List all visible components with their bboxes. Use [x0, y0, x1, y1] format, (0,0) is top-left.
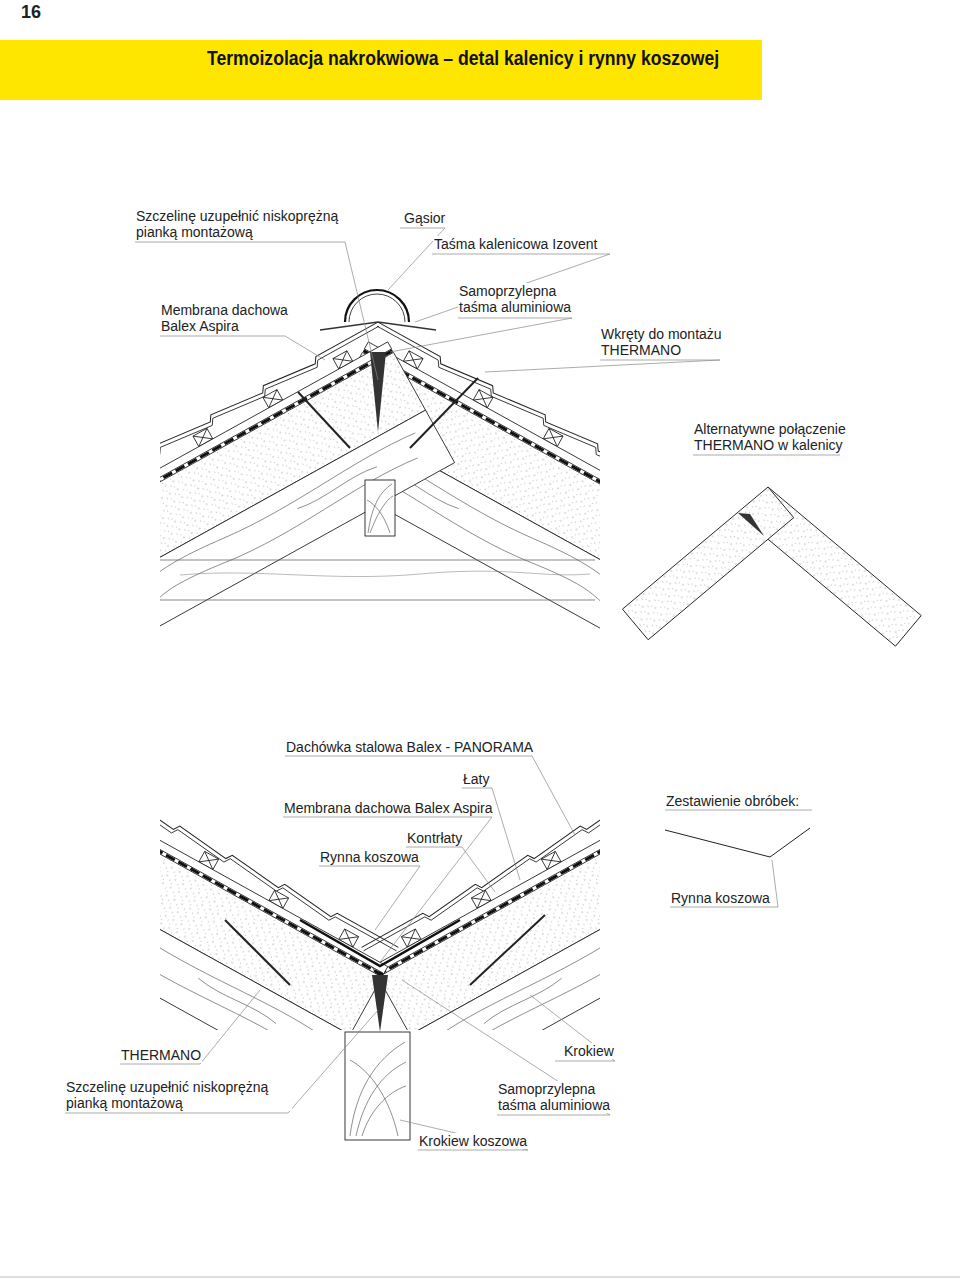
callout-label: Zestawienie obróbek:: [665, 793, 800, 809]
callout-label: Szczelinę uzupełnić niskoprężną pianką m…: [65, 1079, 292, 1111]
callout-label: Gąsior: [403, 210, 446, 226]
page-title: Termoizolacja nakrokwiowa – detal kaleni…: [207, 46, 719, 70]
callout-label: Rynna koszowa: [319, 849, 420, 865]
callout-label: Membrana dachowa Balex Aspira: [160, 302, 292, 334]
callout-label: Dachówka stalowa Balex - PANORAMA: [285, 739, 534, 755]
callout-label: Alternatywne połączenie THERMANO w kalen…: [693, 421, 865, 453]
callout-label: Łaty: [462, 771, 490, 787]
callout-label: Membrana dachowa Balex Aspira: [283, 800, 494, 816]
page-number: 16: [20, 4, 42, 20]
callout-label: Samoprzylepna taśma aluminiowa: [497, 1081, 624, 1113]
callout-label: THERMANO: [120, 1047, 202, 1063]
callout-label: Krokiew: [563, 1043, 615, 1059]
callout-label: Samoprzylepna taśma aluminiowa: [458, 283, 585, 315]
callout-label: Wkręty do montażu THERMANO: [600, 326, 737, 358]
callout-label: Kontrłaty: [406, 830, 463, 846]
callout-label: Krokiew koszowa: [418, 1133, 528, 1149]
title-band: [0, 40, 762, 100]
callout-label: Taśma kalenicowa Izovent: [433, 236, 598, 252]
callout-label: Szczelinę uzupełnić niskoprężną pianką m…: [135, 208, 362, 240]
callout-label: Rynna koszowa: [670, 890, 771, 906]
